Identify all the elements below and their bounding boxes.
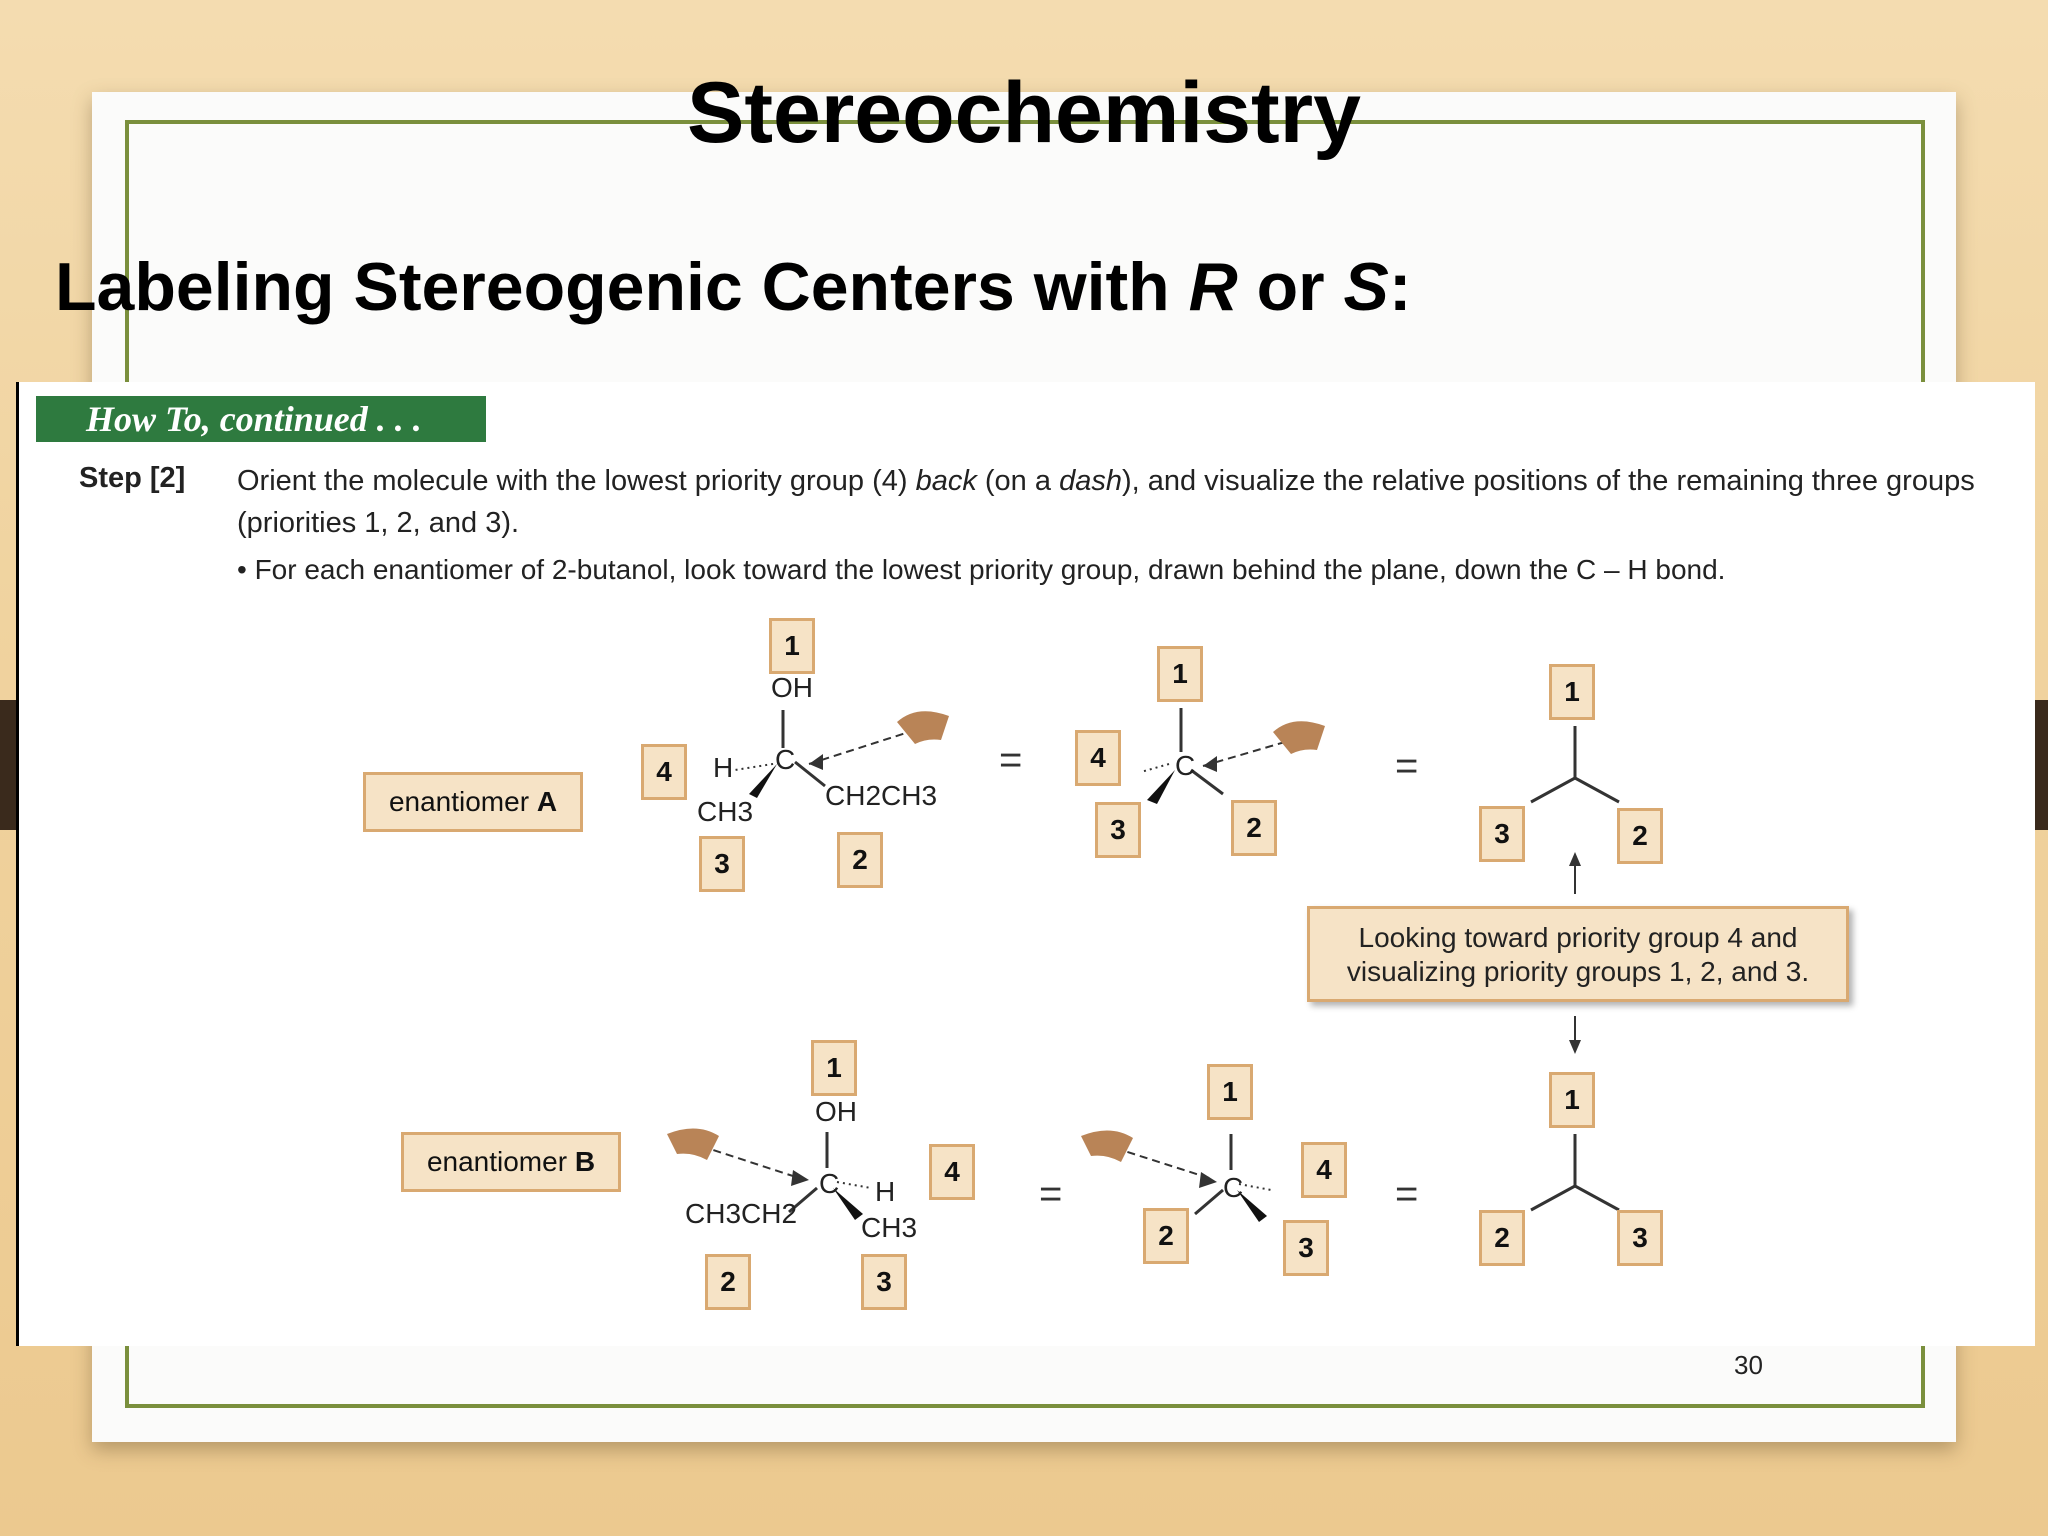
ch2ch3-label: CH2CH3 bbox=[825, 780, 938, 811]
priority-box: 2 bbox=[837, 832, 883, 888]
how-to-badge: How To, continued . . . bbox=[36, 396, 486, 442]
arrowhead bbox=[809, 754, 823, 770]
priority-box: 3 bbox=[1479, 806, 1525, 862]
priority-box: 1 bbox=[1549, 1072, 1595, 1128]
priority-box: 1 bbox=[1207, 1064, 1253, 1120]
bond-line bbox=[1574, 1184, 1620, 1212]
bond-line bbox=[788, 1186, 818, 1214]
equals-sign: = bbox=[1395, 744, 1419, 788]
dash-bond bbox=[1140, 763, 1170, 773]
bullet-text: • For each enantiomer of 2-butanol, look… bbox=[237, 554, 1726, 585]
priority-box: 1 bbox=[769, 618, 815, 674]
bond-lines bbox=[667, 708, 1620, 1222]
sight-arrow bbox=[1114, 1147, 1210, 1179]
bond-line bbox=[1530, 776, 1576, 804]
enantiomer-b-label: enantiomer B bbox=[401, 1132, 621, 1192]
ch3-label: CH3 bbox=[861, 1212, 918, 1243]
ch3-label: CH3 bbox=[697, 796, 754, 827]
priority-box: 3 bbox=[699, 836, 745, 892]
priority-box: 3 bbox=[1283, 1220, 1329, 1276]
wedge-bond bbox=[833, 1188, 863, 1220]
priority-box: 2 bbox=[1617, 808, 1663, 864]
priority-box: 4 bbox=[641, 744, 687, 800]
arrowhead bbox=[1569, 852, 1581, 866]
h-label: H bbox=[875, 1176, 896, 1207]
carbon-label: C bbox=[819, 1168, 840, 1199]
equals-sign: = bbox=[999, 738, 1023, 782]
bond-line bbox=[1574, 776, 1620, 804]
bond-line bbox=[1530, 1184, 1576, 1212]
priority-box: 4 bbox=[1301, 1142, 1347, 1198]
bond-line bbox=[794, 760, 826, 788]
sight-arrow bbox=[700, 1145, 800, 1179]
priority-box: 2 bbox=[1143, 1208, 1189, 1264]
carbon-label: C bbox=[775, 744, 796, 775]
arrowhead bbox=[1199, 1172, 1217, 1188]
h-label: H bbox=[713, 752, 734, 783]
dash-bond bbox=[1238, 1183, 1272, 1191]
priority-box: 1 bbox=[1549, 664, 1595, 720]
carbon-label: C bbox=[1175, 750, 1196, 781]
priority-box: 4 bbox=[1075, 730, 1121, 786]
step-text: Orient the molecule with the lowest prio… bbox=[237, 465, 1975, 539]
textbook-figure: How To, continued . . . Step [2] Orient … bbox=[16, 382, 2035, 1346]
eye-icon bbox=[897, 711, 949, 744]
priority-box: 2 bbox=[1479, 1210, 1525, 1266]
arrowhead bbox=[1569, 1040, 1581, 1054]
priority-box: 4 bbox=[929, 1144, 975, 1200]
priority-box: 2 bbox=[705, 1254, 751, 1310]
eye-icon bbox=[1081, 1130, 1133, 1162]
slide-subtitle: Labeling Stereogenic Centers with R or S… bbox=[55, 249, 1412, 325]
equals-sign: = bbox=[1039, 1172, 1063, 1216]
ch3ch2-label: CH3CH2 bbox=[685, 1198, 798, 1229]
eye-icon bbox=[1273, 721, 1325, 754]
eye-icon bbox=[667, 1128, 719, 1160]
priority-box: 3 bbox=[1095, 802, 1141, 858]
callout-box: Looking toward priority group 4 and visu… bbox=[1307, 906, 1849, 1002]
wedge-bond bbox=[749, 764, 777, 798]
dash-bond bbox=[836, 1181, 872, 1189]
arrowhead bbox=[791, 1170, 809, 1186]
dash-bond bbox=[734, 762, 780, 771]
oh-label: OH bbox=[771, 672, 813, 703]
enantiomer-a-label: enantiomer A bbox=[363, 772, 583, 832]
step-label: Step [2] bbox=[79, 462, 186, 494]
priority-box: 1 bbox=[1157, 646, 1203, 702]
carbon-label: C bbox=[1223, 1172, 1244, 1203]
page-number: 30 bbox=[1734, 1350, 1763, 1380]
arrowhead bbox=[1203, 756, 1217, 772]
wedge-bond bbox=[1237, 1190, 1267, 1222]
sight-arrow bbox=[808, 731, 910, 765]
priority-box: 1 bbox=[811, 1040, 857, 1096]
priority-box: 3 bbox=[861, 1254, 907, 1310]
bond-line bbox=[1194, 1188, 1224, 1216]
priority-box: 3 bbox=[1617, 1210, 1663, 1266]
priority-box: 2 bbox=[1231, 800, 1277, 856]
bond-line bbox=[1190, 768, 1224, 796]
wedge-bond bbox=[1147, 770, 1175, 804]
slide-title: Stereochemistry bbox=[687, 65, 1361, 161]
oh-label: OH bbox=[815, 1096, 857, 1127]
equals-sign: = bbox=[1395, 1172, 1419, 1216]
